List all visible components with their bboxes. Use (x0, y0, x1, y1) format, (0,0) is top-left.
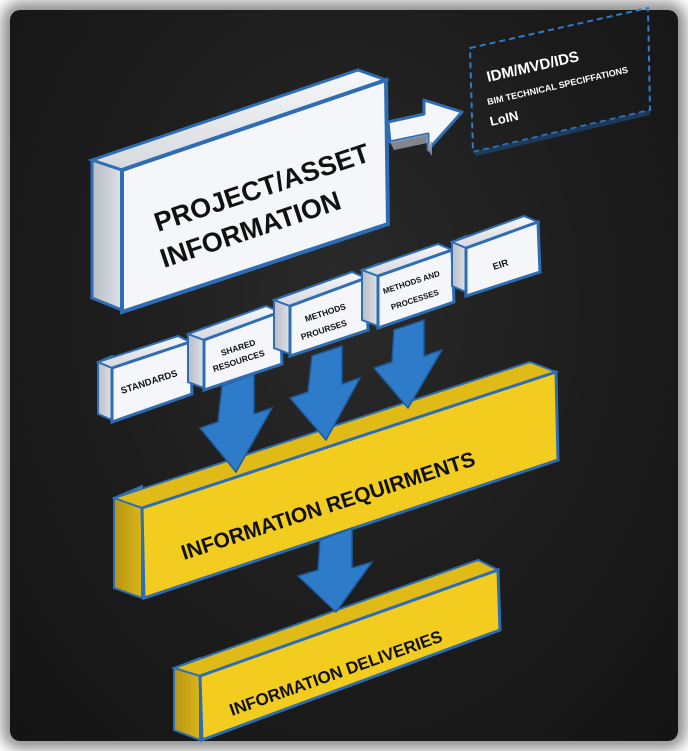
spec-line-loin: LoIN (488, 108, 520, 129)
arrow-down-icon (296, 526, 374, 614)
requirements-bar-face (140, 369, 560, 601)
eir-box: EIR (449, 214, 542, 299)
spec-box-edge (473, 110, 650, 156)
arrow-down-icon (198, 372, 274, 474)
project-asset-face (120, 77, 391, 315)
eir-label: EIR (492, 257, 511, 272)
methods-box: METHODS PROURSES (271, 270, 370, 359)
arrow-right-icon (386, 98, 464, 156)
processes-box: METHODS AND PROCESSES (359, 242, 456, 331)
arrow-down-icon (372, 318, 444, 410)
arrow-down-icon (288, 344, 362, 442)
deliveries-bar-face (198, 567, 502, 743)
standards-box-face (110, 339, 194, 425)
methods-box-face (288, 275, 370, 359)
eir-box-face (464, 219, 542, 299)
requirements-bar-side (113, 484, 143, 600)
spec-box: IDM/MVD/IDS BIM TECHNICAL SPECIFFATIONS … (468, 6, 652, 156)
standards-box: STANDARDS (95, 334, 194, 425)
shared-resources-box: SHARED RESOURCES (185, 304, 284, 393)
project-asset-side (90, 147, 124, 313)
processes-box-face (376, 247, 456, 331)
shared-resources-box-face (202, 309, 284, 393)
